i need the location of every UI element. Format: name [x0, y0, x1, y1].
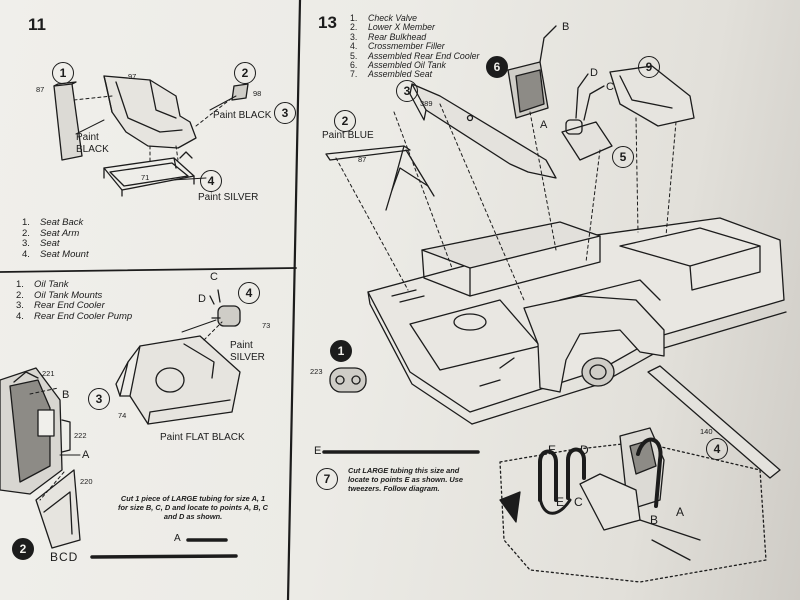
- paint-label-seat-back: Paint BLACK: [76, 132, 109, 155]
- step-13-callout-1: 1: [330, 340, 352, 362]
- point-letter-C: C: [606, 81, 614, 93]
- check-valve-drawing: [329, 367, 367, 393]
- parts-list-item: 2.Seat Arm: [22, 227, 80, 239]
- step-11-callout-4: 4: [200, 170, 222, 192]
- crossmember-filler-drawing: [647, 365, 781, 479]
- part-number-73: 73: [262, 321, 271, 330]
- seat-mount-drawing: [103, 151, 195, 197]
- oil-tank-assembly-drawing: [507, 25, 557, 119]
- seat-arm-drawing: [231, 83, 249, 101]
- step-12-callout-4: 4: [238, 282, 260, 304]
- part-number-140: 140: [700, 427, 713, 436]
- part-number-87: 87: [36, 85, 45, 94]
- tubing-detail-inset: [499, 427, 767, 583]
- parts-list-item: 5.Assembled Rear End Cooler: [350, 50, 480, 61]
- seat-drawing: [103, 75, 197, 149]
- step-13-number: 13: [318, 13, 337, 32]
- part-number-222: 222: [74, 431, 87, 440]
- step-12-callout-3: 3: [88, 388, 110, 410]
- step-13-callout-3: 3: [396, 80, 418, 102]
- inset-letter-E: E: [556, 495, 565, 509]
- part-number-87: 87: [358, 155, 367, 164]
- paint-label-cooler-pump: Paint SILVER: [230, 340, 265, 363]
- tubing-size-E-label: E: [314, 445, 322, 457]
- step-11-callout-3: 3: [274, 102, 296, 124]
- parts-list-item: 1.Oil Tank: [16, 279, 69, 290]
- tubing-size-A-label: A: [174, 533, 181, 544]
- point-letter-A: A: [540, 119, 548, 131]
- step-11-parts-list: 1.Seat Back 2.Seat Arm 3.Seat 4.Seat Mou…: [22, 217, 89, 260]
- inset-letter-E: E: [548, 443, 557, 457]
- point-letter-B: B: [562, 21, 570, 33]
- parts-list-item: 1.Seat Back: [22, 217, 84, 228]
- step-13-callout-4: 4: [706, 438, 728, 460]
- point-letter-A: A: [82, 449, 90, 461]
- step-13-callout-2: 2: [334, 110, 356, 132]
- part-number-389: 389: [420, 99, 433, 108]
- parts-list-item: 4.Seat Mount: [22, 248, 89, 260]
- step-11-callout-2: 2: [234, 62, 256, 84]
- parts-list-item: 3.Rear End Cooler: [16, 300, 105, 312]
- step-13-tubing-note: Cut LARGE tubing this size and locate to…: [348, 466, 463, 493]
- point-letter-C: C: [210, 271, 218, 283]
- part-number-220: 220: [80, 477, 93, 486]
- part-number-97: 97: [128, 72, 137, 81]
- inset-letter-C: C: [574, 495, 583, 509]
- rear-cooler-assembly-drawing: [561, 73, 613, 161]
- panel-divider-horizontal: [0, 267, 297, 273]
- oil-tank-mount-drawing: [35, 469, 81, 549]
- part-number-221: 221: [42, 369, 55, 378]
- step-13-parts-list: 1.Check Valve 2.Lower X Member 3.Rear Bu…: [350, 13, 480, 80]
- seat-back-drawing: [53, 81, 83, 161]
- parts-list-item: 1.Check Valve: [350, 13, 418, 23]
- tubing-size-BCD-bar: [90, 554, 238, 559]
- paint-label-x-member: Paint BLUE: [322, 130, 374, 141]
- lower-x-member-drawing: [325, 145, 435, 211]
- step-12-tubing-note: Cut 1 piece of LARGE tubing for size A, …: [118, 494, 269, 521]
- parts-list-item: 4.Rear End Cooler Pump: [16, 310, 133, 322]
- paint-label-rear-cooler: Paint FLAT BLACK: [160, 432, 245, 443]
- parts-list-item: 3.Seat: [22, 238, 60, 250]
- part-number-71: 71: [141, 173, 150, 182]
- parts-list-item: 6.Assembled Oil Tank: [350, 60, 446, 71]
- parts-list-item: 3.Rear Bulkhead: [350, 31, 427, 42]
- rear-end-cooler-drawing: [115, 335, 241, 425]
- parts-list-item: 2.Oil Tank Mounts: [16, 289, 103, 301]
- point-letter-B: B: [62, 389, 70, 401]
- inset-letter-D: D: [580, 443, 589, 457]
- step-11-callout-1: 1: [52, 62, 74, 84]
- oil-tank-drawing: [0, 367, 71, 495]
- panel-divider-vertical: [286, 0, 302, 600]
- paint-label-seat-mount: Paint SILVER: [198, 192, 259, 203]
- step-13-callout-7: 7: [316, 468, 338, 490]
- step-13-callout-6: 6: [486, 56, 508, 78]
- inset-letter-B: B: [650, 513, 659, 527]
- part-number-98: 98: [253, 89, 262, 98]
- tubing-size-BCD-label: BCD: [50, 550, 79, 564]
- inset-letter-A: A: [676, 505, 685, 519]
- chassis-floor-drawing: [367, 217, 787, 425]
- cooler-pump-drawing: [209, 289, 241, 327]
- step-12-parts-list: 1.Oil Tank 2.Oil Tank Mounts 3.Rear End …: [16, 279, 133, 322]
- step-13-callout-5: 5: [612, 146, 634, 168]
- part-number-74: 74: [118, 411, 127, 420]
- point-letter-D: D: [198, 293, 206, 305]
- parts-list-item: 4.Crossmember Filler: [350, 41, 445, 52]
- parts-list-item: 2.Lower X Member: [350, 22, 435, 33]
- parts-list-item: 7.Assembled Seat: [350, 69, 433, 80]
- step-11-number: 11: [28, 15, 46, 34]
- paint-label-seat-arm: Paint BLACK: [213, 110, 272, 121]
- point-letter-D: D: [590, 67, 598, 79]
- step-13-callout-9: 9: [638, 56, 660, 78]
- step-12-callout-2: 2: [12, 538, 34, 560]
- part-number-223: 223: [310, 367, 323, 376]
